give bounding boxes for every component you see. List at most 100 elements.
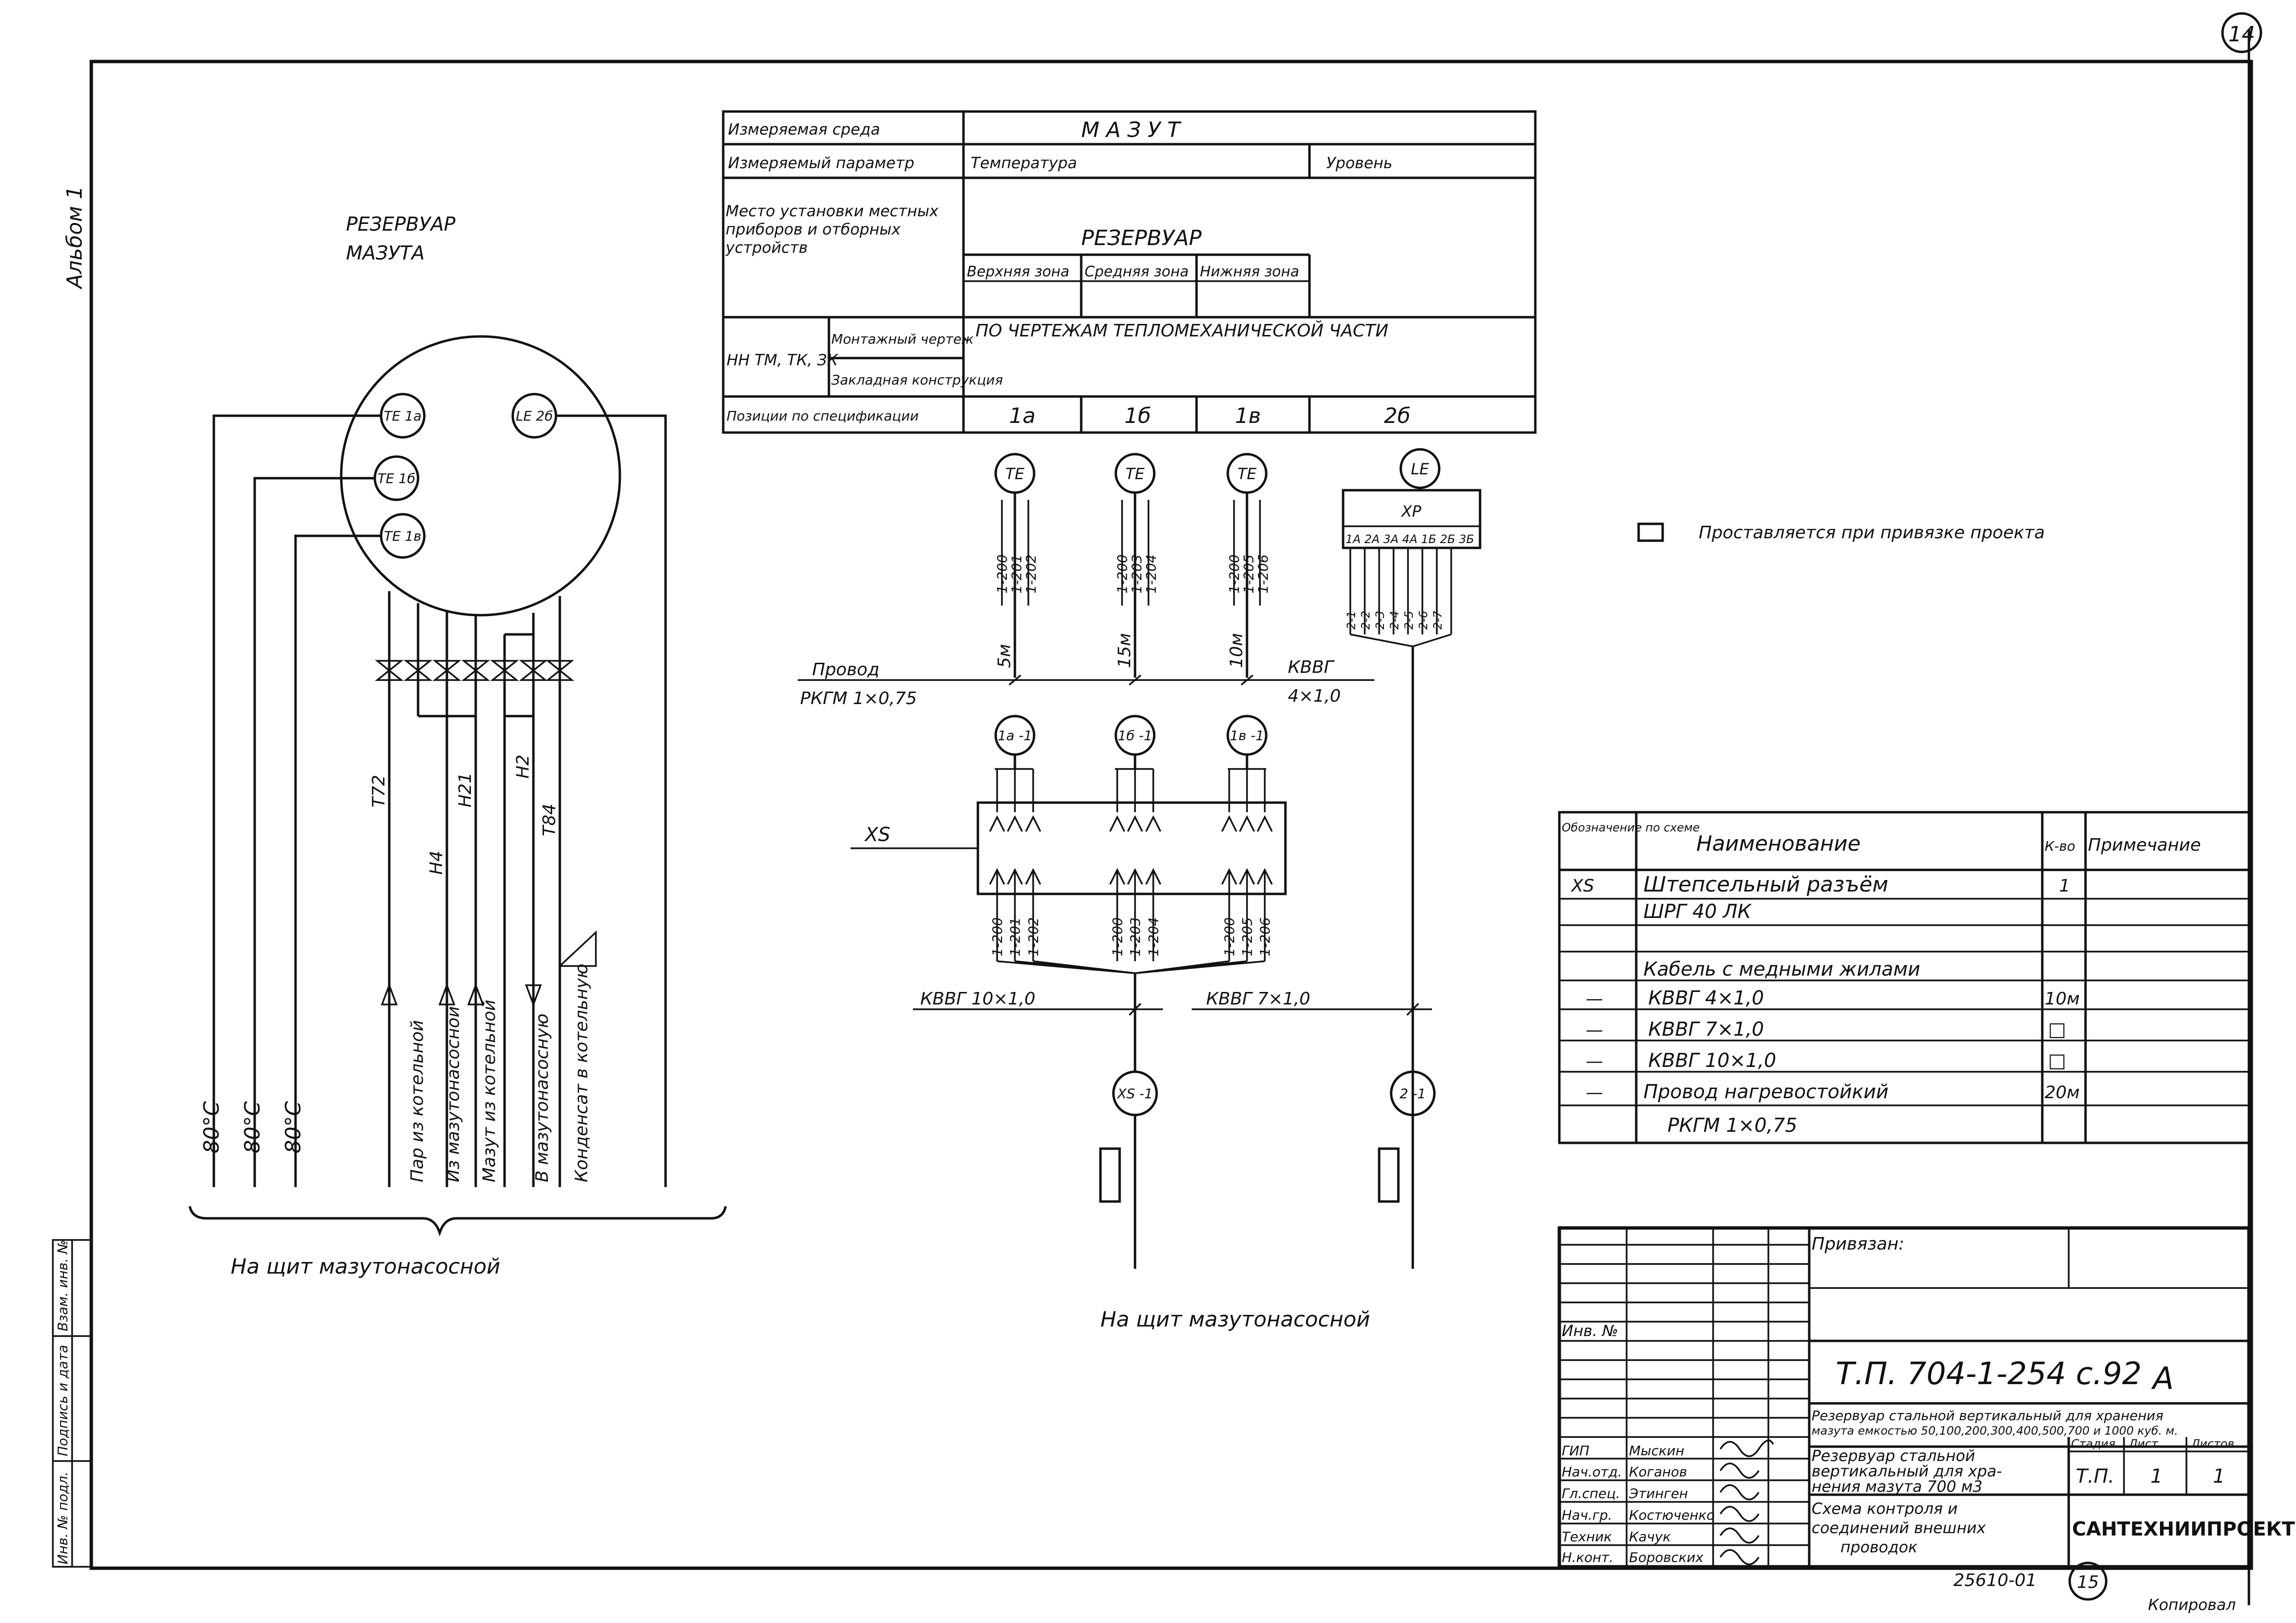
len-1b: 15м: [1115, 633, 1135, 668]
placeholder-box-2: [1378, 1147, 1400, 1203]
spec-r7-qty: 20м: [2045, 1083, 2080, 1103]
w1v-bottom-0: 1-200: [1222, 917, 1237, 956]
xp-label: ХР: [1400, 502, 1421, 520]
w1b-0: 1-200: [1114, 555, 1130, 594]
xp-pins: 1А 2А 3А 4А 1Б 2Б 3Б: [1346, 533, 1474, 546]
temp-1: 80°С: [240, 1101, 265, 1153]
pt-zone-mid-box: Средняя зона: [1085, 263, 1189, 280]
pt-pos-0: 1а: [1009, 404, 1036, 428]
te-1a-label: TE: [1005, 465, 1025, 483]
pt-embed-label: Закладная конструкция: [831, 372, 1003, 388]
w1v-0: 1-200: [1226, 555, 1242, 594]
tb-role-5: Н.конт.: [1562, 1549, 1614, 1565]
spec-r5-qty: □: [2048, 1018, 2066, 1041]
spec-r0-pos: ХS: [1570, 876, 1594, 896]
placeholder-box-1: [1099, 1147, 1121, 1203]
legend-box: [1637, 522, 1664, 542]
spec-r6-name: КВВГ 10×1,0: [1648, 1050, 1776, 1072]
w1a-1: 1-201: [1009, 555, 1025, 594]
w1v-2: 1-206: [1255, 555, 1271, 594]
album-label: Альбом 1: [62, 186, 87, 290]
brace-left: [188, 1206, 727, 1237]
w1v-bottom-2: 1-206: [1257, 917, 1273, 956]
schematic: TE TE TE LE ХР 1А 2А 3А 4А 1Б 2Б 3Б 1-20…: [798, 448, 1481, 1332]
side-stamp-replace: Взам. инв. №: [55, 1240, 71, 1331]
xs-pins: [989, 769, 1273, 961]
pt-spec-label: Позиции по спецификации: [727, 408, 919, 424]
tank-title-line1: РЕЗЕРВУАР: [346, 213, 456, 235]
tb-name-3: Костюченко: [1629, 1507, 1715, 1523]
tb-stage: Т.П.: [2076, 1465, 2114, 1487]
tb-doc-code: Т.П. 704-1-254 с.92: [1836, 1356, 2142, 1392]
w1v-bottom-1: 1-205: [1239, 917, 1255, 956]
spec-r5-pos: —: [1586, 1020, 1603, 1040]
signature-5: [1719, 1549, 1760, 1565]
wire-label-2: РКГМ 1×0,75: [800, 689, 917, 708]
side-stamp-sign: Подпись и дата: [55, 1345, 71, 1456]
tb-role-0: ГИП: [1562, 1443, 1590, 1459]
w1b-bottom-2: 1-204: [1146, 917, 1161, 956]
pt-param-level: Уровень: [1326, 154, 1393, 172]
tb-drawing-2: соединений внешних: [1812, 1519, 1987, 1537]
len-1a: 5м: [995, 644, 1014, 668]
signature-2: [1719, 1484, 1760, 1500]
spec-r8-name: РКГМ 1×0,75: [1667, 1115, 1797, 1137]
legend-text: Проставляется при привязке проекта: [1699, 523, 2045, 543]
pt-medium-label: Измеряемая среда: [728, 120, 880, 138]
tb-role-4: Техник: [1562, 1529, 1612, 1545]
spec-h1: Наименование: [1696, 831, 1861, 856]
w1b-1: 1-203: [1129, 555, 1145, 594]
footer-code: 25610-01: [1953, 1571, 2037, 1590]
pipe-desc-2: Мазут из котельной: [480, 1000, 499, 1182]
tb-drawing-1: Схема контроля и: [1812, 1499, 1958, 1518]
spec-h3: Примечание: [2088, 835, 2201, 855]
tank-title-line2: МАЗУТА: [346, 242, 425, 264]
w2-1: 2-2: [1359, 611, 1372, 630]
te-1b-label: TE: [1125, 465, 1145, 483]
sensor-1v-label: TE 1в: [384, 528, 421, 544]
spec-r6-qty: □: [2048, 1050, 2066, 1072]
signature-4: [1719, 1527, 1760, 1544]
footer-circle-number: 15: [2077, 1573, 2099, 1592]
tb-desc-1: Резервуар стальной вертикальный для хран…: [1812, 1408, 2163, 1424]
pt-zone-top-box: Верхняя зона: [967, 263, 1069, 280]
tb-stage-h: Стадия: [2071, 1437, 2115, 1450]
temp-0: 80°С: [199, 1101, 224, 1153]
tb-name-4: Качук: [1629, 1529, 1671, 1545]
spec-r3-name: Кабель с медными жилами: [1643, 958, 1920, 980]
pt-place-label-box: Место установки местных приборов и отбор…: [726, 202, 938, 257]
pt-medium-value: М А З У Т: [1081, 118, 1182, 142]
junction-1a-label: 1а -1: [998, 728, 1032, 743]
wire-label-1: Провод: [812, 660, 879, 680]
signature-0: [1719, 1439, 1774, 1457]
pipe-desc-0: Пар из котельной: [407, 1020, 427, 1182]
tb-sheets: 1: [2213, 1465, 2225, 1487]
w2-0: 2-1: [1345, 611, 1358, 630]
page-number: 14: [2228, 22, 2255, 47]
xs1-label: ХS -1: [1116, 1086, 1153, 1102]
tb-company: САНТЕХНИИПРОЕКТ: [2072, 1518, 2295, 1540]
tb-name-5: Боровских: [1629, 1549, 1703, 1565]
tb-role-2: Гл.спец.: [1562, 1486, 1620, 1501]
te-1v-label: TE: [1237, 465, 1257, 483]
title-block: Привязан: Инв. № Т.П. 704-1-254 с.92 А Р…: [1557, 1226, 2295, 1569]
side-stamp: Инв. № подл. Подпись и дата Взам. инв. №: [52, 1239, 92, 1568]
spec-r1-name: ШРГ 40 ЛК: [1643, 901, 1752, 923]
pipe-desc-4: Конденсат в котельную: [572, 964, 592, 1182]
w1a-2: 1-202: [1023, 555, 1039, 594]
sensor-1b-label: TE 1б: [378, 471, 416, 486]
tb-role-1: Нач.отд.: [1562, 1464, 1622, 1480]
tank-left-group: РЕЗЕРВУАР МАЗУТА TE 1а TE 1б TE 1в LE 2б: [188, 213, 727, 1279]
pt-montage-value: ПО ЧЕРТЕЖАМ ТЕПЛОМЕХАНИЧЕСКОЙ ЧАСТИ: [975, 321, 1388, 341]
sensor-1a-label: TE 1а: [384, 408, 422, 424]
spec-r0-qty: 1: [2059, 876, 2070, 896]
legend: Проставляется при привязке проекта: [1637, 522, 2045, 543]
tb-sheet-h: Лист: [2128, 1437, 2159, 1450]
pipe-n4: Н4: [427, 851, 446, 875]
junction-1b-label: 1б -1: [1118, 728, 1152, 743]
page-number-circle: [2221, 12, 2262, 53]
xs-label: ХS: [864, 824, 890, 846]
pipe-n21: Н21: [456, 772, 475, 807]
sensor-2b-label: LE 2б: [516, 408, 553, 424]
